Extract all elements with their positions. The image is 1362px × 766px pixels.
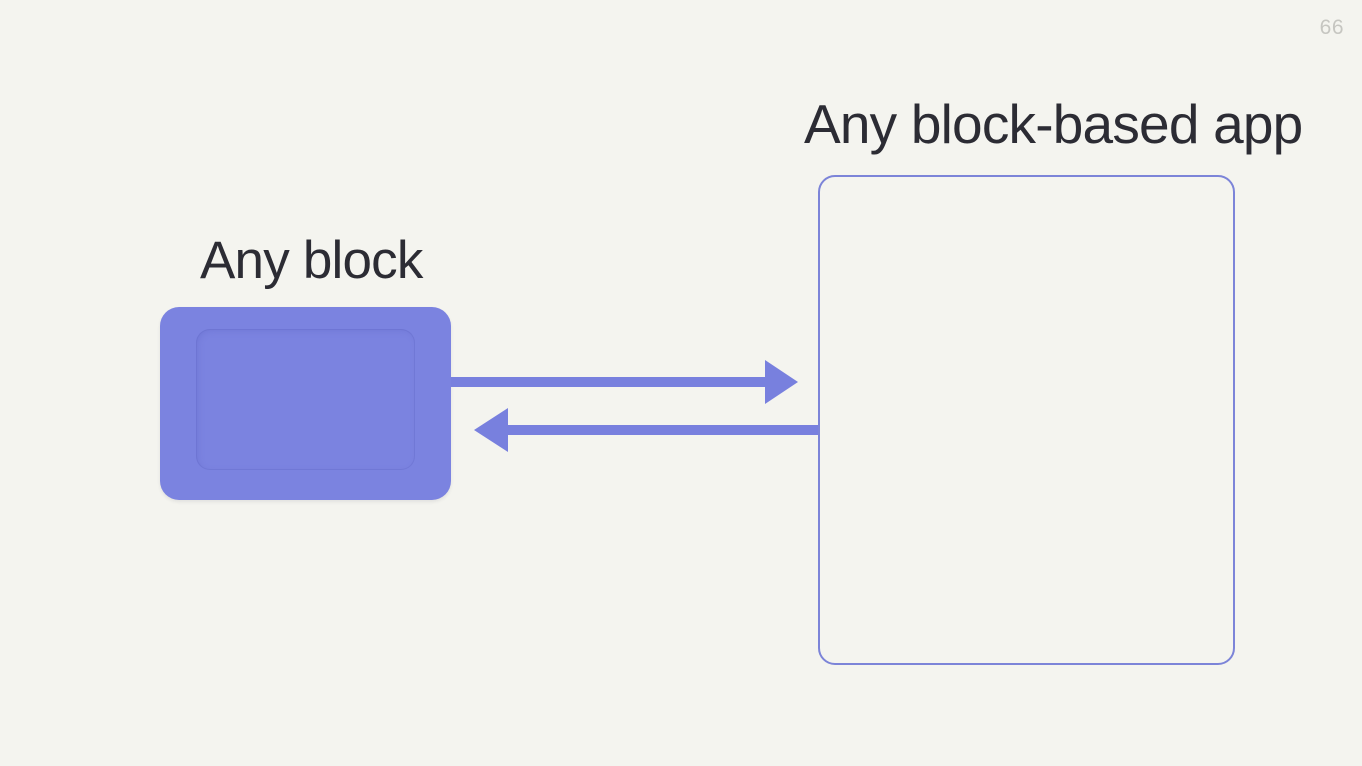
- arrow-app-to-block-icon: [474, 408, 818, 452]
- any-block-shape: [160, 307, 451, 500]
- any-block-inner-outline: [196, 329, 415, 470]
- any-block-based-app-frame: [818, 175, 1235, 665]
- page-number: 66: [1319, 16, 1344, 39]
- block-caption-label: Any block: [200, 231, 423, 290]
- arrow-block-to-app-icon: [451, 360, 798, 404]
- app-caption-label: Any block-based app: [804, 93, 1303, 155]
